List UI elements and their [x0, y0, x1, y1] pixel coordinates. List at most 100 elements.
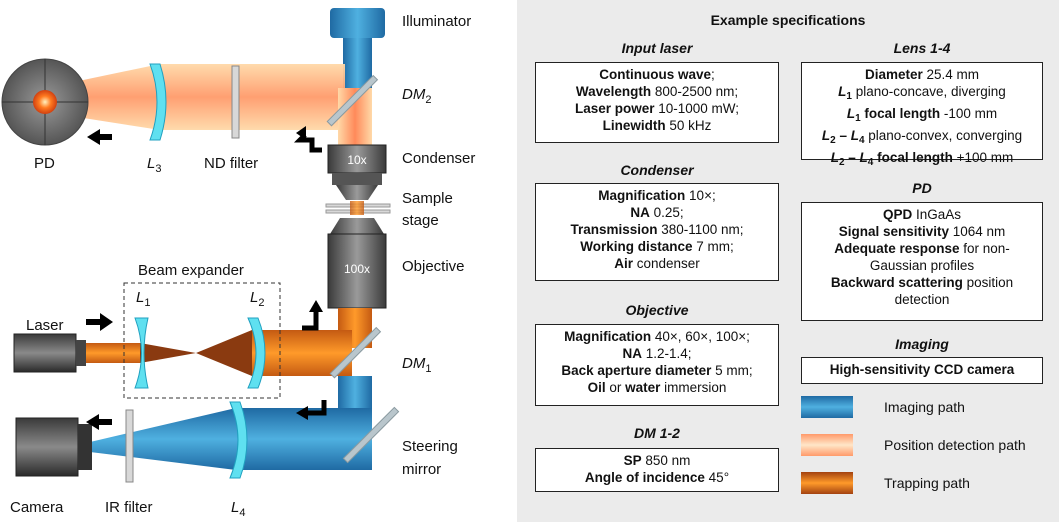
- box-input-laser: Continuous wave; Wavelength 800-2500 nm; L…: [535, 62, 779, 143]
- spec-line: L1 focal length -100 mm: [846, 106, 998, 124]
- lens-l1: [134, 317, 149, 389]
- spec-line: Angle of incidence 45°: [584, 470, 730, 485]
- label-steering-1: Steering: [402, 438, 458, 455]
- spec-line: QPD InGaAs: [882, 207, 962, 222]
- lens-l2: [247, 317, 266, 389]
- steering-mirror: [342, 406, 400, 464]
- trapping-beam-in: [86, 343, 140, 363]
- arrow-to-camera: [86, 414, 112, 430]
- arrow-laser-in: [86, 313, 113, 331]
- beam-expander-box: [123, 282, 281, 399]
- objective-mag-label: 100x: [344, 262, 370, 276]
- legend-swatch: [801, 434, 853, 456]
- lens-l3: [149, 63, 167, 141]
- arrow-steer-head: [296, 406, 308, 420]
- laser-source: [13, 333, 86, 373]
- spec-line: SP 850 nm: [623, 453, 691, 468]
- legend-label: Trapping path: [884, 475, 970, 491]
- spec-line: Adequate response for non-: [834, 241, 1010, 256]
- spec-line: Air condenser: [614, 256, 700, 271]
- setup-schematic: 10x 100x: [1, 8, 400, 483]
- spec-line: Oil or water immersion: [587, 380, 727, 395]
- dm1-mirror: [329, 326, 382, 379]
- label-sample-2: stage: [402, 212, 439, 229]
- trapping-beam-out: [252, 330, 352, 376]
- arrow-to-pd: [87, 129, 112, 145]
- spec-line: Transmission 380-1100 nm;: [570, 222, 744, 237]
- condenser: 10x: [327, 144, 387, 200]
- label-pd: PD: [34, 155, 55, 172]
- optical-tweezers-diagram: 10x 100x: [0, 0, 512, 522]
- spec-line: Working distance 7 mm;: [580, 239, 734, 254]
- heading-dm: DM 1-2: [634, 425, 680, 441]
- illuminator: [330, 8, 385, 88]
- box-imaging: High-sensitivity CCD camera: [801, 357, 1043, 384]
- spec-line: High-sensitivity CCD camera: [829, 362, 1015, 377]
- specs-title: Example specifications: [710, 12, 866, 28]
- lens-l4: [229, 401, 248, 479]
- trapping-beam-expanding: [140, 330, 252, 376]
- condenser-mag-label: 10x: [347, 153, 366, 167]
- sample-stage: [325, 201, 391, 215]
- arrow-dm2-head: [296, 126, 306, 140]
- arrow-dm2-up: [293, 133, 322, 153]
- heading-condenser: Condenser: [620, 162, 694, 178]
- spec-line: Continuous wave;: [599, 67, 715, 82]
- label-objective: Objective: [402, 258, 465, 275]
- box-condenser: Magnification 10×; NA 0.25; Transmission 3…: [535, 183, 779, 281]
- box-objective: Magnification 40×, 60×, 100×; NA 1.2-1.4;…: [535, 324, 779, 406]
- label-beam-expander: Beam expander: [138, 262, 244, 279]
- legend-label: Imaging path: [884, 399, 965, 415]
- spec-line: Back aperture diameter 5 mm;: [561, 363, 753, 378]
- spec-line: Magnification 10×;: [598, 188, 716, 203]
- label-l4: L4: [231, 499, 246, 519]
- label-steering-2: mirror: [402, 461, 442, 478]
- spec-line: NA 1.2-1.4;: [622, 346, 692, 361]
- heading-imaging: Imaging: [895, 336, 949, 352]
- spec-line: Linewidth 50 kHz: [602, 118, 712, 133]
- spec-line: L1 plano-concave, diverging: [838, 84, 1006, 102]
- spec-line: detection: [894, 292, 950, 307]
- label-l3: L3: [147, 155, 162, 175]
- spec-line: Diameter 25.4 mm: [864, 67, 980, 82]
- spec-line: Laser power 10-1000 mW;: [574, 101, 740, 116]
- imaging-beam-horizontal: [90, 408, 372, 470]
- label-l1: L1: [136, 289, 151, 309]
- nd-filter: [231, 65, 240, 139]
- legend-swatch: [801, 396, 853, 418]
- label-sample-1: Sample: [402, 190, 453, 207]
- photodiode-detector: [1, 58, 89, 146]
- spec-line: NA 0.25;: [630, 205, 684, 220]
- label-laser: Laser: [26, 317, 64, 334]
- label-illuminator: Illuminator: [402, 13, 472, 30]
- spec-line: Backward scattering position: [830, 275, 1014, 290]
- spec-line: L2 – L4 focal length +100 mm: [830, 150, 1014, 168]
- legend-label: Position detection path: [884, 437, 1026, 453]
- box-lens: Diameter 25.4 mm L1 plano-concave, diverg…: [801, 62, 1043, 168]
- heading-lens: Lens 1-4: [893, 40, 951, 56]
- label-l2: L2: [250, 289, 265, 309]
- arrow-steer-left: [306, 400, 327, 416]
- label-dm1: DM1: [402, 355, 432, 375]
- spec-line: Magnification 40×, 60×, 100×;: [564, 329, 750, 344]
- label-ir-filter: IR filter: [105, 499, 153, 516]
- objective: 100x: [327, 218, 387, 309]
- arrow-dm1-head: [309, 300, 323, 312]
- specifications-panel: Example specifications Input laser Conti…: [517, 0, 1059, 522]
- box-dm: SP 850 nm Angle of incidence 45°: [535, 448, 779, 492]
- dm2-mirror: [326, 74, 379, 127]
- label-dm2: DM2: [402, 86, 432, 106]
- camera: [15, 417, 92, 477]
- label-condenser: Condenser: [402, 150, 476, 167]
- heading-pd: PD: [912, 180, 932, 196]
- spec-line: Wavelength 800-2500 nm;: [575, 84, 739, 99]
- spec-line: L2 – L4 plano-convex, converging: [821, 128, 1023, 146]
- ir-filter: [125, 409, 134, 483]
- position-detection-beam: [45, 64, 345, 130]
- arrow-dm1-up: [302, 310, 319, 331]
- label-nd-filter: ND filter: [204, 155, 259, 172]
- heading-objective: Objective: [625, 302, 689, 318]
- spec-line: Signal sensitivity 1064 nm: [838, 224, 1006, 239]
- spec-line: Gaussian profiles: [869, 258, 975, 273]
